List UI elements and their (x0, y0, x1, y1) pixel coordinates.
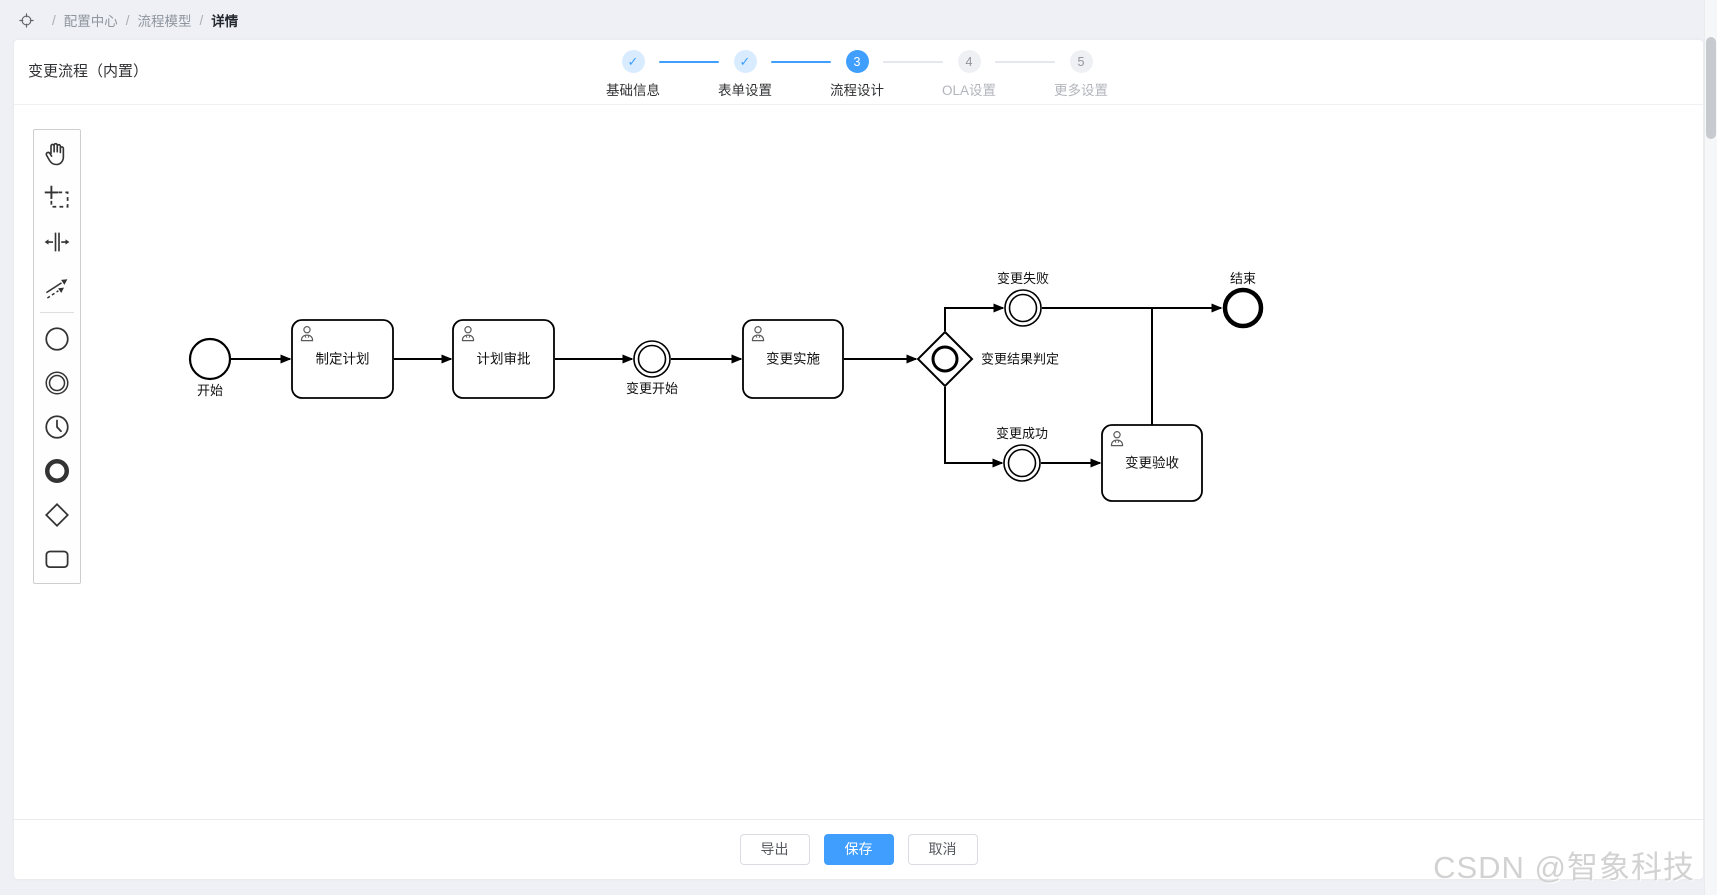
bpmn-label: 开始 (197, 383, 223, 398)
step-5-label: 更多设置 (1054, 83, 1108, 98)
step-4-indicator: 4 (957, 50, 981, 73)
bpmn-node-task-accept[interactable]: 变更验收 (1101, 424, 1203, 502)
wizard-step-3[interactable]: 3 流程设计 (801, 50, 913, 99)
step-connector (771, 61, 831, 63)
palette-item-global-connect-tool[interactable] (34, 264, 80, 308)
hand-tool-icon (45, 142, 65, 166)
export-button[interactable]: 导出 (739, 834, 810, 865)
breadcrumb-separator: / (199, 12, 204, 28)
bpmn-node-end[interactable]: 结束 (1222, 271, 1264, 329)
step-3-indicator: 3 (845, 50, 869, 73)
task-icon (45, 550, 69, 568)
page-title: 变更流程（内置） (28, 63, 149, 80)
step-connector (995, 61, 1055, 63)
sequence-flow-gateway-result-to-event-change-success[interactable] (944, 387, 1004, 468)
breadcrumb-item-process-model[interactable]: 流程模型 (137, 14, 192, 29)
save-button[interactable]: 保存 (823, 834, 894, 865)
breadcrumb: / 配置中心 / 流程模型 / 详情 (0, 0, 1705, 40)
footer-actions: 导出 保存 取消 (14, 819, 1703, 879)
bpmn-label: 变更成功 (996, 426, 1048, 441)
bpmn-node-event-change-start[interactable]: 变更开始 (626, 340, 678, 396)
bpmn-label: 计划审批 (477, 352, 531, 367)
palette-item-intermediate-event[interactable] (34, 361, 80, 405)
step-2-label: 表单设置 (718, 83, 772, 98)
palette-item-end-event[interactable] (34, 449, 80, 493)
palette-item-hand-tool[interactable] (34, 132, 80, 176)
bpmn-node-start[interactable]: 开始 (188, 337, 232, 398)
bpmn-node-task-approve[interactable]: 计划审批 (452, 319, 555, 399)
step-2-indicator: ✓ (733, 50, 757, 73)
palette-item-start-event[interactable] (34, 317, 80, 361)
bpmn-node-event-change-fail[interactable]: 变更失败 (997, 271, 1049, 327)
breadcrumb-separator: / (52, 12, 56, 28)
palette-item-lasso-tool[interactable] (34, 176, 80, 220)
end-event-icon (44, 458, 70, 484)
palette-item-gateway[interactable] (34, 493, 80, 537)
wizard-step-1[interactable]: ✓ 基础信息 (577, 50, 689, 99)
bpmn-label: 变更结果判定 (981, 352, 1059, 367)
palette-item-task[interactable] (34, 537, 80, 581)
bpmn-node-task-plan[interactable]: 制定计划 (291, 319, 394, 399)
bpmn-palette (33, 129, 81, 584)
wizard-step-2[interactable]: ✓ 表单设置 (689, 50, 801, 99)
bpmn-label: 变更验收 (1125, 456, 1179, 471)
breadcrumb-item-detail: 详情 (211, 14, 239, 29)
bpmn-node-event-change-success[interactable]: 变更成功 (996, 426, 1048, 482)
bpmn-label: 制定计划 (316, 352, 370, 367)
locate-icon (19, 12, 34, 28)
step-3-label: 流程设计 (830, 83, 884, 98)
bpmn-canvas[interactable]: 开始 制定计划 计划审批变更开始 变更实施 变更结果判定变更失败变更成功变更验收 结束 (14, 105, 1703, 819)
palette-item-space-tool[interactable] (34, 220, 80, 264)
bpmn-label: 变更失败 (997, 271, 1049, 286)
global-connect-tool-icon (45, 279, 68, 299)
palette-separator (40, 312, 74, 313)
scrollbar-thumb[interactable] (1706, 37, 1716, 139)
wizard-step-5[interactable]: 5 更多设置 (1025, 50, 1137, 99)
gateway-icon (45, 503, 69, 527)
lasso-tool-icon (44, 185, 69, 208)
start-event-icon (45, 327, 69, 351)
bpmn-label: 变更实施 (766, 352, 820, 367)
scrollbar-track (1704, 0, 1717, 895)
breadcrumb-separator: / (125, 12, 130, 28)
intermediate-event-icon (45, 371, 69, 395)
step-4-label: OLA设置 (941, 83, 996, 98)
sequence-flow-gateway-result-to-event-change-fail[interactable] (944, 303, 1005, 331)
step-1-label: 基础信息 (606, 83, 660, 98)
step-connector (659, 61, 719, 63)
palette-item-timer-event[interactable] (34, 405, 80, 449)
step-1-indicator: ✓ (621, 50, 645, 73)
bpmn-node-gateway-result[interactable]: 变更结果判定 (916, 330, 1059, 388)
timer-event-icon (45, 415, 69, 439)
bpmn-node-task-implement[interactable]: 变更实施 (742, 319, 844, 399)
space-tool-icon (44, 232, 70, 252)
bpmn-label: 结束 (1230, 271, 1256, 286)
breadcrumb-item-config-center[interactable]: 配置中心 (63, 14, 118, 29)
step-5-indicator: 5 (1069, 50, 1093, 73)
step-connector (883, 61, 943, 63)
cancel-button[interactable]: 取消 (907, 834, 978, 865)
bpmn-label: 变更开始 (626, 381, 678, 396)
